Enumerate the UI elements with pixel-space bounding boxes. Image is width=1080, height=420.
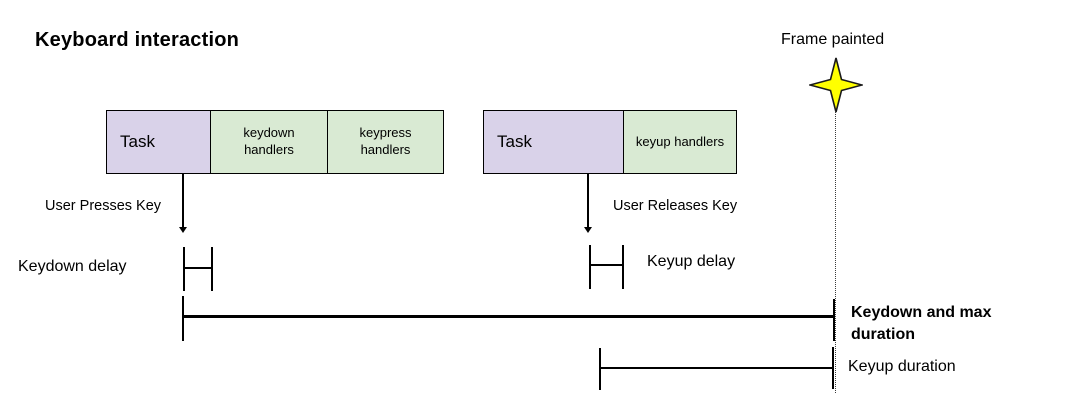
task-box-keyup: Task [483,110,624,174]
keydown-delay-label: Keydown delay [18,258,127,275]
handler-box-keyup: keyup handlers [623,110,737,174]
keydown-delay-marker [183,267,212,269]
handler-label-keypress: keypress handlers [359,125,412,157]
handler-box-keydown: keydown handlers [210,110,328,174]
keydown-duration-start-tick [182,296,184,341]
task-label: Task [120,132,155,151]
four-point-star-icon [809,57,863,113]
press-event-arrowhead-icon [179,227,187,233]
keydown-duration-end-tick [833,299,835,341]
keydown-delay-marker [211,247,213,291]
keyup-delay-marker [622,245,624,289]
handler-label-keydown: keydown handlers [243,125,295,157]
keyup-duration-label: Keyup duration [848,358,956,375]
task-label: Task [497,132,532,151]
press-event-arrow [182,174,184,228]
frame-painted-label: Frame painted [781,31,885,48]
frame-painted-dotted-line [835,111,836,393]
keyup-delay-label: Keyup delay [647,253,736,270]
user-presses-key-label: User Presses Key [45,198,162,214]
keydown-duration-label: Keydown and max duration [851,304,992,343]
keyup-duration-start-tick [599,348,601,390]
release-event-arrow [587,174,589,228]
release-event-arrowhead-icon [584,227,592,233]
keydown-duration-line [183,315,835,318]
keyup-delay-marker [589,264,623,266]
user-releases-key-label: User Releases Key [613,198,738,214]
keyup-duration-end-tick [832,347,834,389]
keydown-delay-marker [183,247,185,291]
keyup-duration-line [600,367,833,369]
page-title: Keyboard interaction [35,29,240,51]
handler-label-keyup: keyup handlers [635,133,725,149]
task-box-keydown: Task [106,110,211,174]
handler-box-keypress: keypress handlers [327,110,444,174]
keyup-delay-marker [589,245,591,289]
